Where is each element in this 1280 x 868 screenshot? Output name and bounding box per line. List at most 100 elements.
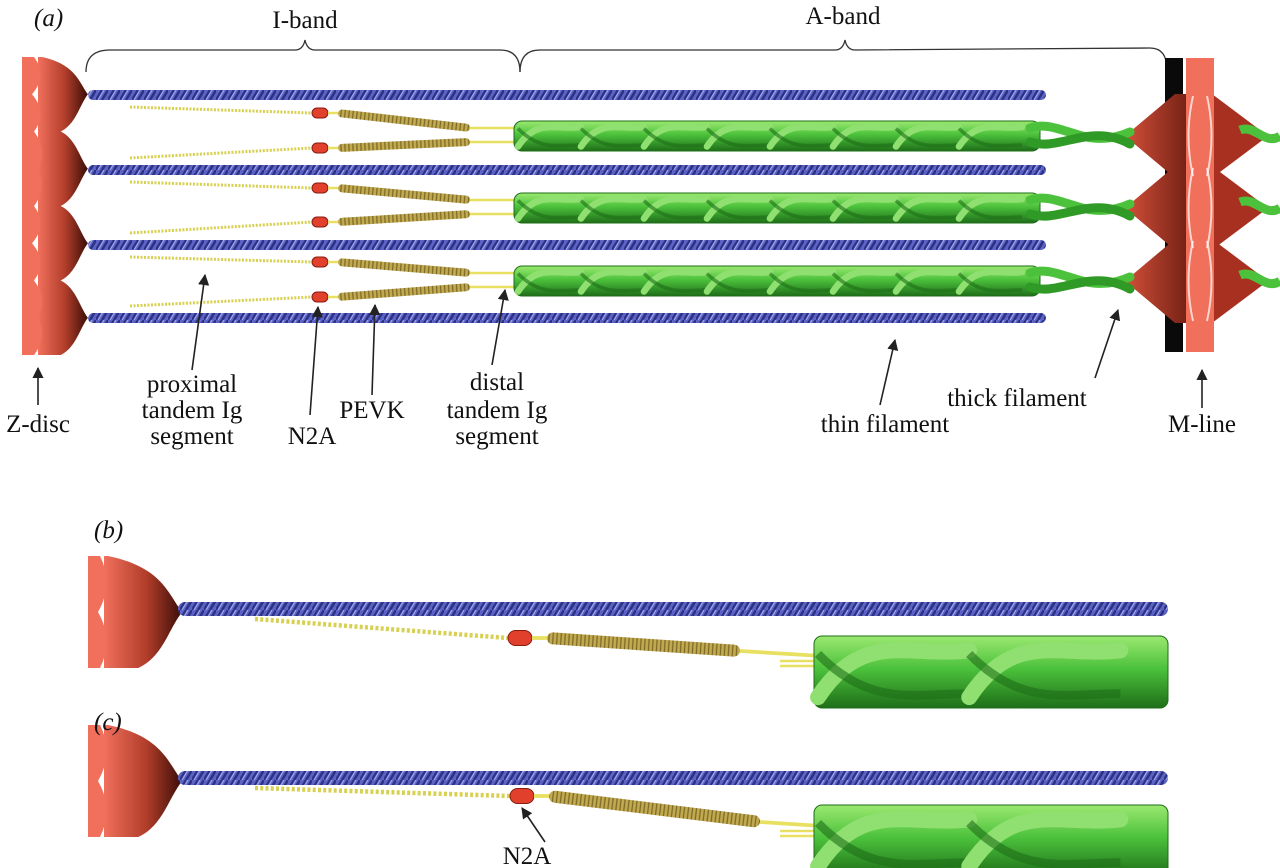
myosin-head-shadow [579, 127, 645, 148]
proximal-label-line3: segment [150, 423, 233, 450]
myosin-head-shadow [966, 650, 1121, 700]
pevk-label: PEVK [339, 397, 404, 424]
myosin-head-shadow [579, 272, 645, 293]
distal-label-line2: tandem Ig [447, 397, 548, 424]
thick-filament-tail-right [1238, 269, 1280, 288]
titin-6-pevk [337, 283, 471, 301]
myosin-head-strand [766, 195, 837, 222]
myosin-head-strand [703, 195, 774, 222]
myosin-head-strand [810, 642, 978, 706]
panel-c-titin-pevk [548, 790, 761, 828]
titin-5-proximal-ig [129, 255, 313, 264]
panel-c-n2a-arrow [521, 807, 546, 843]
myosin-head-strand [829, 268, 900, 295]
thin-filament [88, 165, 1046, 175]
titin-3-pevk [337, 184, 471, 204]
myosin-head-shadow [831, 199, 897, 220]
myosin-head-shadow [768, 199, 834, 220]
distal-label-line1: distal [470, 369, 524, 396]
titin-1-proximal-ig [129, 105, 313, 115]
titin-4-n2a [311, 216, 329, 228]
thin-filament-label: thin filament [821, 411, 949, 438]
panel-b-z-disc [104, 556, 183, 668]
m-line-cone-left [1125, 94, 1205, 178]
titin-4-proximal-ig [129, 220, 313, 235]
z-disc [38, 57, 88, 355]
titin-2-pevk [337, 138, 471, 152]
myosin-head-strand [703, 123, 774, 150]
myosin-head-shadow [642, 127, 708, 148]
thick-filament-tail-right [1238, 124, 1280, 143]
myosin-head-strand [955, 268, 1026, 295]
titin-3-proximal-ig [129, 180, 313, 190]
myosin-head-shadow [894, 127, 960, 148]
m-line-cone-right [1212, 94, 1268, 178]
panel-b-thin-filament [178, 602, 1168, 616]
thin-filament-arrow [879, 338, 899, 406]
myosin-head-strand [703, 268, 774, 295]
n2a-arrow [309, 305, 323, 416]
titin-4-pevk [337, 210, 471, 226]
myosin-head-shadow [814, 650, 970, 700]
myosin-head-strand [829, 123, 900, 150]
myosin-head-shadow [768, 272, 834, 293]
myosin-head-strand [514, 123, 585, 150]
myosin-head-shadow [966, 819, 1121, 868]
thick-filament-tail-right [1238, 196, 1280, 215]
myosin-head-strand [640, 195, 711, 222]
myosin-head-shadow [705, 199, 771, 220]
panel-c-titin-n2a [509, 788, 535, 804]
a-band-brace [519, 39, 1168, 73]
m-line-cone-left [1125, 166, 1205, 250]
a-band-label: A-band [806, 3, 881, 30]
panel-b-tag: (b) [94, 517, 123, 544]
myosin-head-strand [961, 642, 1129, 706]
myosin-head-strand [514, 268, 585, 295]
panel-c-titin-distal-ig [759, 820, 823, 828]
m-line-label: M-line [1168, 411, 1236, 438]
panel-c-tag: (c) [94, 709, 122, 736]
m-line [1186, 58, 1214, 352]
panel-a-tag: (a) [34, 5, 63, 32]
myosin-head-shadow [516, 127, 582, 148]
panel-c-titin-proximal-ig [254, 785, 511, 799]
myosin-head-shadow [516, 272, 582, 293]
myosin-head-strand [892, 268, 963, 295]
m-line-bridge [1187, 240, 1213, 322]
myosin-head-strand [961, 811, 1129, 868]
z-disc-face [22, 57, 43, 355]
proximal-arrow [191, 273, 210, 371]
thick-filament-tail [1025, 203, 1135, 221]
titin-6-proximal-ig [129, 295, 313, 308]
myosin-head-shadow [579, 199, 645, 220]
m-line-bridge [1187, 167, 1213, 249]
n2a-label: N2A [288, 423, 337, 450]
myosin-head-shadow [831, 127, 897, 148]
i-band-label: I-band [272, 7, 338, 34]
proximal-label-line2: tandem Ig [142, 397, 243, 424]
z-disc-label: Z-disc [6, 411, 70, 438]
titin-5-n2a [311, 256, 329, 268]
titin-1-pevk [337, 109, 471, 132]
thin-filament [88, 90, 1046, 100]
panel-b-titin-pevk [546, 632, 741, 657]
myosin-head-strand [766, 268, 837, 295]
thick-filament-label: thick filament [947, 385, 1087, 412]
titin-5-pevk [337, 258, 471, 277]
m-line-cone-left [1125, 239, 1205, 323]
m-line-cone-right [1212, 239, 1268, 323]
thin-filament [88, 240, 1046, 250]
myosin-head-strand [514, 195, 585, 222]
panel-b-titin-proximal-ig [254, 616, 509, 641]
myosin-head-shadow [957, 127, 1023, 148]
panel-b-titin-distal-ig [739, 649, 823, 658]
myosin-head-strand [955, 195, 1026, 222]
myosin-head-strand [829, 195, 900, 222]
myosin-head-shadow [831, 272, 897, 293]
titin-2-proximal-ig [129, 146, 313, 160]
titin-2-n2a [311, 142, 329, 154]
i-band-brace [85, 39, 521, 73]
myosin-head-strand [577, 268, 648, 295]
myosin-head-strand [892, 195, 963, 222]
